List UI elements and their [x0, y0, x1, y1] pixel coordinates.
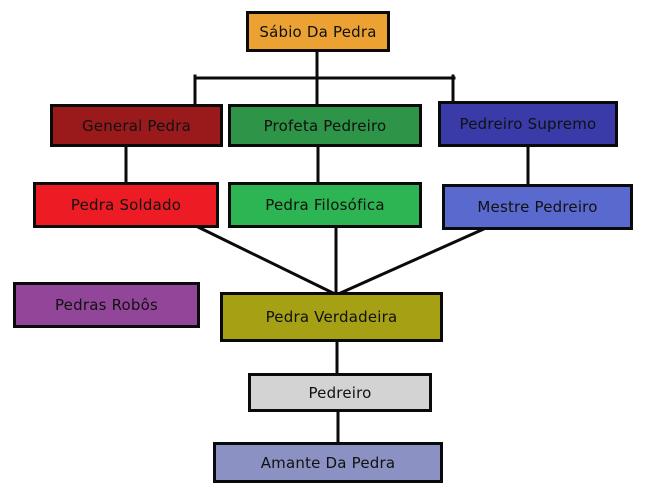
node-label: Pedreiro	[308, 383, 372, 402]
node-label: Pedra Verdadeira	[265, 308, 398, 326]
node-pedra-soldado: Pedra Soldado	[33, 182, 219, 228]
node-label: Pedras Robôs	[54, 296, 159, 314]
node-pedra-verdadeira: Pedra Verdadeira	[220, 292, 443, 342]
edge-mestre-verdadeira	[334, 226, 488, 297]
node-pedras-robos: Pedras Robôs	[13, 282, 200, 328]
node-label: General Pedra	[81, 116, 192, 135]
node-label: Profeta Pedreiro	[263, 116, 387, 135]
node-label: Mestre Pedreiro	[477, 198, 598, 216]
node-general-pedra: General Pedra	[50, 104, 223, 147]
edge-soldado-verdadeira	[193, 223, 340, 298]
node-pedreiro-supremo: Pedreiro Supremo	[438, 101, 618, 147]
node-label: Amante Da Pedra	[260, 453, 396, 472]
node-pedra-filosofica: Pedra Filosófica	[228, 182, 422, 228]
node-pedreiro: Pedreiro	[248, 373, 432, 412]
node-label: Pedra Filosófica	[265, 196, 385, 214]
node-label: Pedra Soldado	[70, 196, 182, 214]
node-sabio-da-pedra: Sábio Da Pedra	[246, 11, 390, 52]
node-amante-da-pedra: Amante Da Pedra	[213, 442, 443, 483]
node-mestre-pedreiro: Mestre Pedreiro	[442, 184, 633, 230]
node-label: Pedreiro Supremo	[459, 115, 597, 133]
node-profeta-pedreiro: Profeta Pedreiro	[228, 104, 422, 147]
node-label: Sábio Da Pedra	[259, 22, 377, 41]
